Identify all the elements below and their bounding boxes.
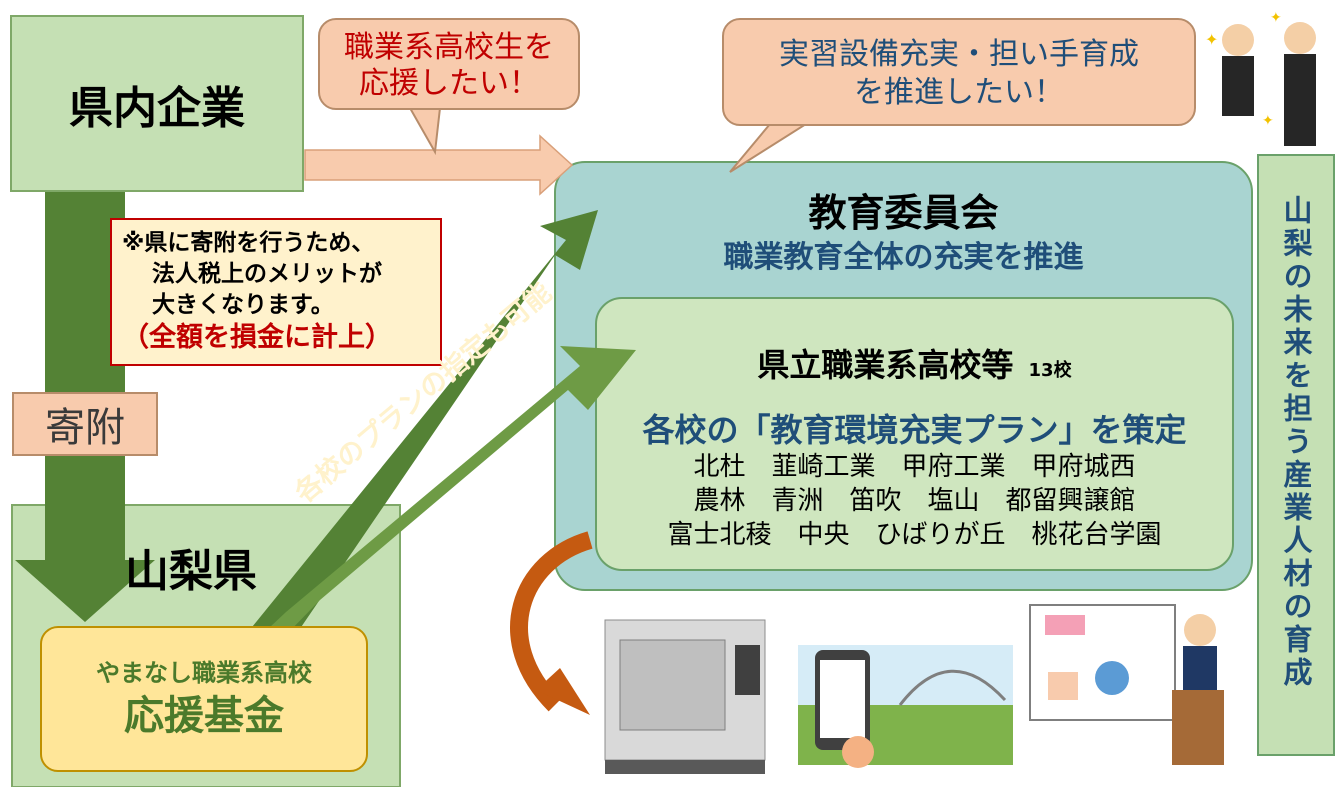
committee-bubble-line2: を推進したい！ [854, 75, 1064, 110]
committee-bubble: 実習設備充実・担い手育成 を推進したい！ [722, 18, 1196, 126]
support-bubble: 職業系高校生を 応援したい！ [318, 18, 580, 110]
tax-note-line4: （全額を損金に計上） [122, 322, 392, 353]
school-row-3: 富士北稜 中央 ひばりが丘 桃花台学園 [667, 520, 1162, 550]
school-list: 北杜 韮崎工業 甲府工業 甲府城西 農林 青洲 笛吹 塩山 都留興譲館 富士北稜… [596, 450, 1233, 552]
schools-header: 県立職業系高校等 13校 [596, 340, 1233, 386]
orange-curve-arrow [510, 531, 593, 712]
svg-text:✦: ✦ [1270, 10, 1282, 26]
fund-line2: 応援基金 [124, 693, 284, 739]
vertical-banner-text: 山梨の未来を担う産業人材の育成 [1279, 195, 1313, 690]
tax-note-line3: 大きくなります。 [152, 292, 334, 318]
presentation-illustration [1029, 604, 1224, 765]
svg-text:✦: ✦ [1205, 30, 1218, 49]
school-row-1: 北杜 韮崎工業 甲府工業 甲府城西 [693, 452, 1136, 482]
plan-title: 各校の「教育環境充実プラン」を策定 [642, 411, 1187, 449]
committee-bubble-line1: 実習設備充実・担い手育成 [779, 37, 1139, 72]
support-bubble-line2: 応援したい！ [359, 66, 539, 101]
tax-note-box: ※県に寄附を行うため、 法人税上のメリットが 大きくなります。 （全額を損金に計… [110, 218, 442, 366]
tax-note-line2: 法人税上のメリットが [152, 261, 382, 287]
support-bubble-tail [408, 107, 442, 156]
orange-arrow-head [536, 668, 590, 715]
support-bubble-line1: 職業系高校生を [344, 30, 554, 65]
board-title: 教育委員会 [808, 191, 999, 235]
fund-box: やまなし職業系高校 応援基金 [40, 626, 368, 772]
fund-line1: やまなし職業系高校 [96, 659, 312, 687]
machine-tool-illustration [604, 619, 766, 774]
smart-farming-illustration [798, 645, 1013, 768]
schools-title: 県立職業系高校等 [757, 346, 1014, 384]
company-label: 県内企業 [69, 82, 245, 134]
schools-count: 13校 [1028, 360, 1072, 381]
svg-text:✦: ✦ [1262, 113, 1274, 129]
tax-note-line1: ※県に寄附を行うため、 [122, 230, 375, 256]
school-row-2: 農林 青洲 笛吹 塩山 都留興譲館 [693, 486, 1136, 516]
board-subtitle: 職業教育全体の充実を推進 [723, 240, 1084, 275]
donation-label-box: 寄附 [12, 392, 158, 456]
company-box: 県内企業 [10, 15, 304, 192]
cheering-people-illustration: ✦ ✦ ✦ [1205, 10, 1316, 146]
vertical-banner-box [1257, 154, 1335, 756]
fund-to-board-arrow [212, 210, 598, 680]
schools-box [595, 297, 1234, 571]
support-arrow [304, 134, 574, 196]
donation-label: 寄附 [45, 405, 125, 451]
prefecture-label: 山梨県 [125, 546, 257, 597]
